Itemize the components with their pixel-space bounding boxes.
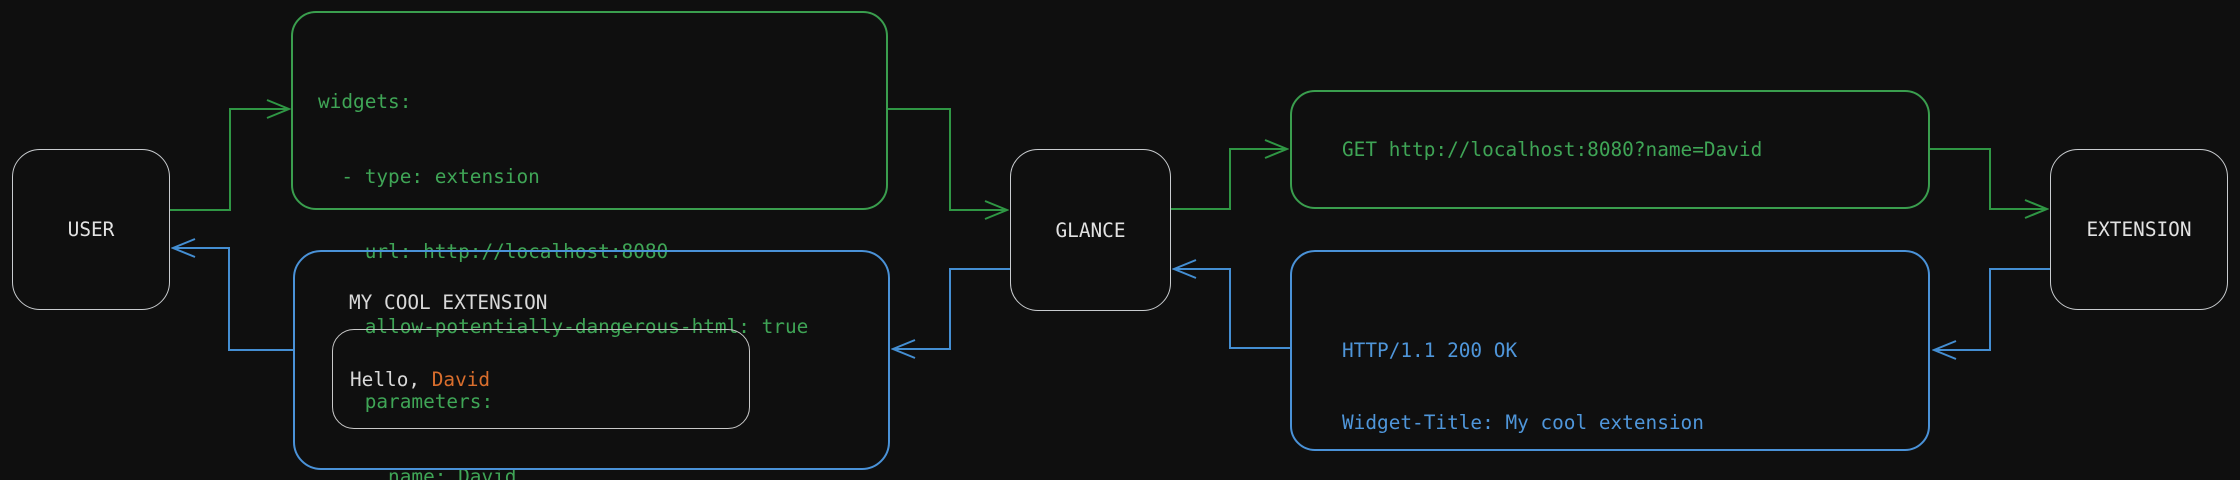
config-line: parameters: [318,390,494,413]
connector-extension-to-response [1934,268,2050,350]
node-user: USER [12,149,170,310]
config-line: allow-potentially-dangerous-html: true [318,315,809,338]
config-line: - type: extension [318,165,540,188]
widget-preview-box: MY COOL EXTENSION Hello, David [293,250,890,470]
widget-title: MY COOL EXTENSION [349,291,548,314]
http-request-box: GET http://localhost:8080?name=David [1290,90,1930,209]
connector-user-to-config [170,109,289,211]
connector-glance-to-request [1171,149,1287,210]
request-line: GET http://localhost:8080?name=David [1342,138,1763,161]
node-user-label: USER [67,218,115,241]
connector-widget-to-user [173,248,293,351]
http-response-box: HTTP/1.1 200 OK Widget-Title: My cool ex… [1290,250,1930,451]
connector-glance-to-widget [893,268,1010,349]
node-extension: EXTENSION [2050,149,2228,310]
widget-greeting-box: Hello, David [332,329,750,429]
config-line: widgets: [318,90,412,113]
connector-config-to-glance [888,108,1007,210]
response-line: Widget-Title: My cool extension [1342,411,1704,434]
node-extension-label: EXTENSION [2086,218,2192,241]
config-yaml-box: widgets: - type: extension url: http://l… [291,11,888,480]
node-glance-label: GLANCE [1055,218,1126,242]
node-glance: GLANCE [1010,149,1171,311]
connector-request-to-extension [1930,148,2047,209]
connector-response-to-glance [1174,269,1290,349]
greeting-prefix: Hello, [350,367,432,391]
response-line: HTTP/1.1 200 OK [1342,339,1518,362]
greeting-name: David [431,367,491,391]
